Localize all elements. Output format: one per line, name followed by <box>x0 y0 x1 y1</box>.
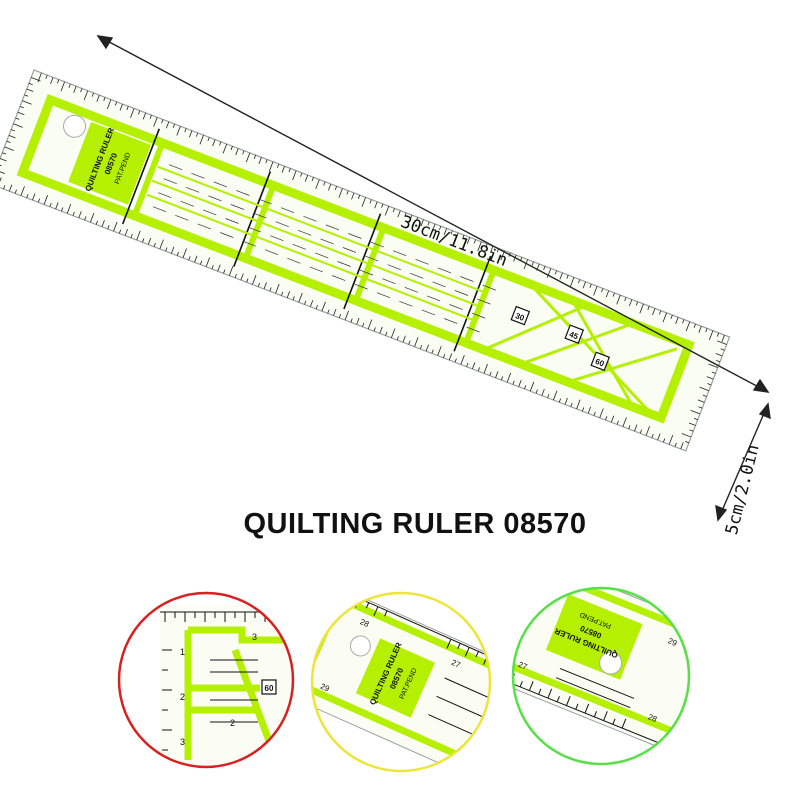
product-title: QUILTING RULER 08570 <box>243 508 587 540</box>
angle-marker-45: 45 <box>564 324 585 344</box>
svg-text:2: 2 <box>180 692 185 702</box>
angle-marker-60: 60 <box>590 351 611 372</box>
detail-circle-yellow: QUILTING RULER 08570 PAT.PEND 28 27 <box>310 591 492 773</box>
svg-text:27: 27 <box>450 658 462 670</box>
svg-text:3: 3 <box>252 632 257 642</box>
angle-marker-30: 30 <box>510 305 531 326</box>
detail-circle-green: QUILTING RULER 08570 PAT.PEND 27 28 <box>511 586 691 766</box>
ruler-green-frame <box>16 94 695 424</box>
svg-text:3: 3 <box>180 737 185 747</box>
svg-text:30: 30 <box>514 311 526 323</box>
svg-text:1: 1 <box>180 647 185 657</box>
svg-text:2: 2 <box>230 718 235 728</box>
svg-text:60: 60 <box>594 357 606 369</box>
width-dimension-arrow <box>96 35 770 393</box>
svg-text:28: 28 <box>359 617 371 629</box>
ruler-grid <box>121 128 496 352</box>
ruler-label-block: QUILTING RULER 08570 PAT.PEND <box>68 121 151 205</box>
svg-text:29: 29 <box>319 682 331 694</box>
svg-text:29: 29 <box>667 636 679 648</box>
angle-marker-60-detail <box>261 679 277 695</box>
hanging-hole <box>63 114 87 138</box>
svg-text:60: 60 <box>265 684 274 693</box>
detail-circle-red: 60 1 2 3 3 2 <box>117 591 295 769</box>
svg-text:28: 28 <box>647 712 659 724</box>
angle-lines <box>483 283 678 416</box>
ruler-ticks <box>0 72 727 450</box>
svg-text:45: 45 <box>568 330 580 342</box>
height-dimension-arrow <box>715 402 771 522</box>
svg-text:27: 27 <box>517 660 529 672</box>
quilting-ruler: QUILTING RULER 08570 PAT.PEND 30 45 60 <box>0 69 731 452</box>
